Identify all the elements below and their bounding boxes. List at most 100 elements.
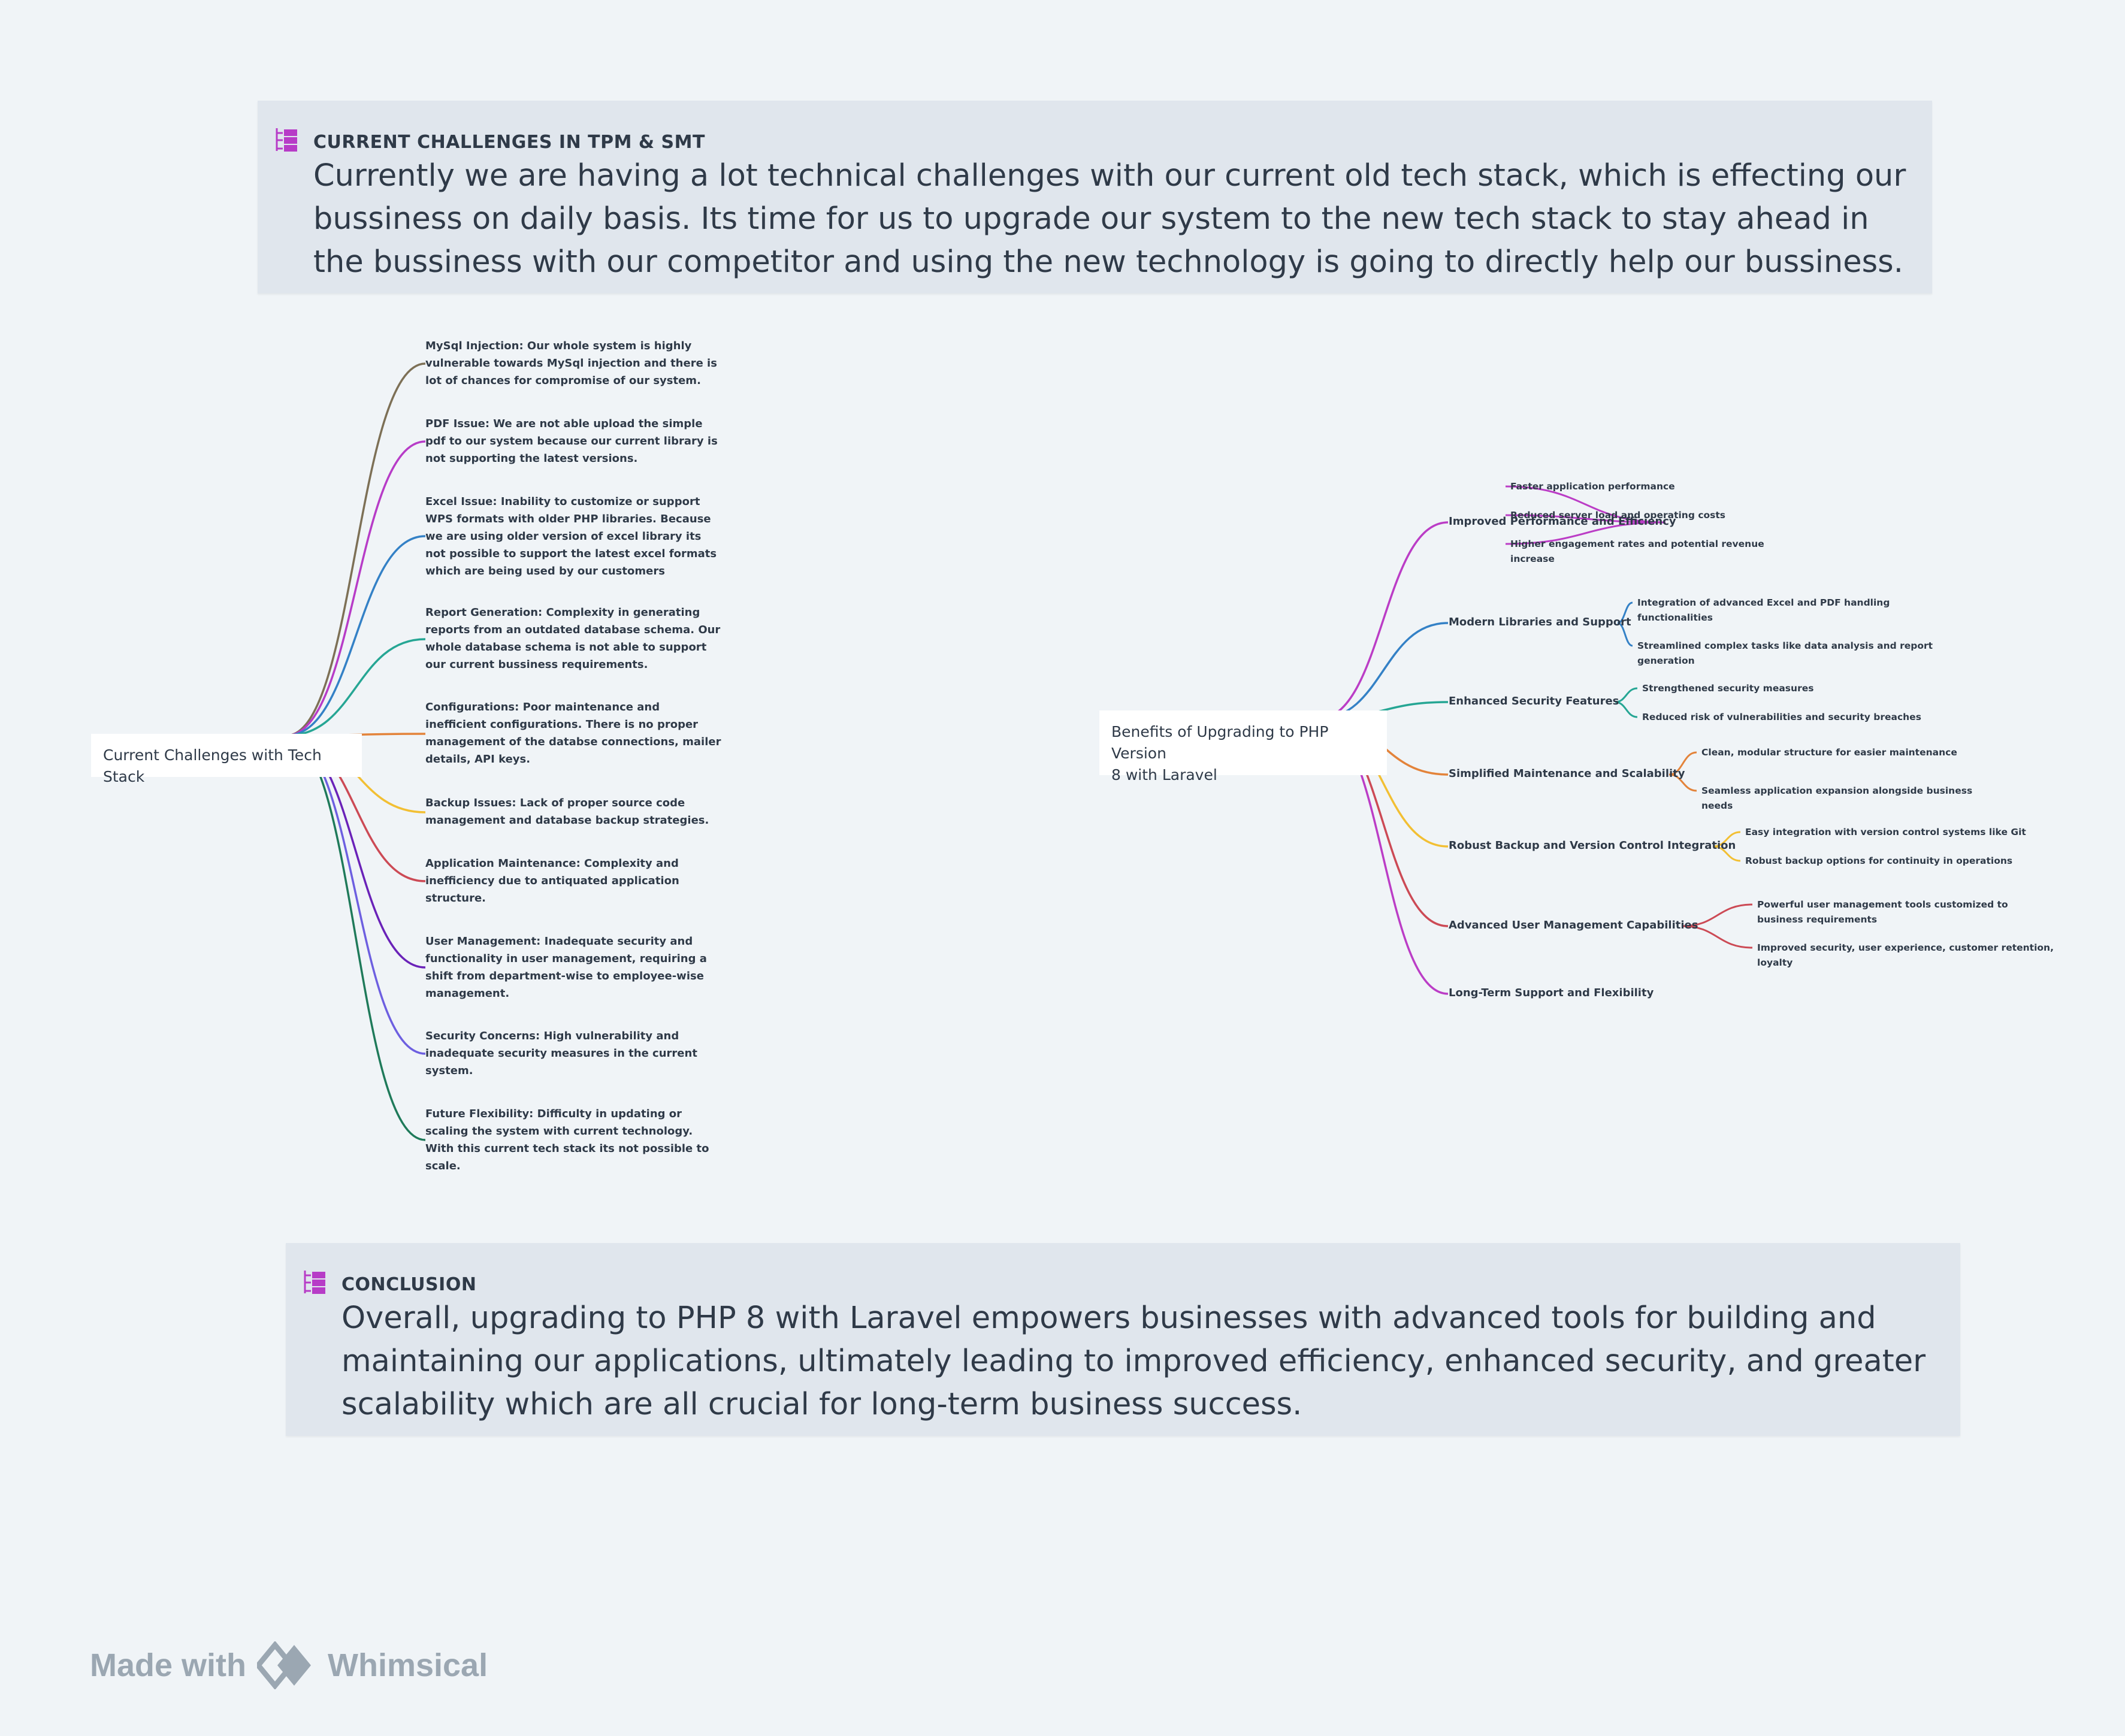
benefit-node[interactable]: Advanced User Management Capabilities bbox=[1449, 919, 1698, 931]
node-line: WPS formats with older PHP libraries. Be… bbox=[425, 513, 711, 525]
mindmap-icon bbox=[304, 1271, 325, 1294]
connector-line bbox=[286, 734, 426, 1055]
whimsical-logo-icon bbox=[257, 1641, 312, 1689]
connector-line bbox=[1505, 485, 1666, 524]
node-line: generation bbox=[1637, 655, 1695, 666]
benefit-detail-node[interactable]: Streamlined complex tasks like data anal… bbox=[1637, 639, 1933, 669]
connector-line bbox=[1317, 521, 1449, 720]
challenge-node[interactable]: PDF Issue: We are not able upload the si… bbox=[425, 415, 718, 467]
challenge-node[interactable]: Security Concerns: High vulnerability an… bbox=[425, 1027, 697, 1079]
node-line: Seamless application expansion alongside… bbox=[1701, 785, 1973, 796]
benefit-detail-node[interactable]: Easy integration with version control sy… bbox=[1745, 825, 2026, 840]
node-line: Powerful user management tools customize… bbox=[1757, 899, 2008, 910]
node-line: Integration of advanced Excel and PDF ha… bbox=[1637, 597, 1890, 608]
node-line: User Management: Inadequate security and bbox=[425, 935, 693, 948]
node-line: increase bbox=[1510, 554, 1555, 564]
benefit-detail-node[interactable]: Seamless application expansion alongside… bbox=[1701, 784, 1972, 813]
benefit-node[interactable]: Enhanced Security Features bbox=[1449, 695, 1619, 707]
node-line: loyalty bbox=[1757, 957, 1793, 968]
connector-line bbox=[1617, 622, 1633, 647]
note-body: Overall, upgrading to PHP 8 with Laravel… bbox=[341, 1297, 1947, 1426]
node-line: we are using older version of excel libr… bbox=[425, 530, 702, 543]
right-root-node[interactable]: Benefits of Upgrading to PHP Version 8 w… bbox=[1099, 710, 1387, 784]
connector-line bbox=[286, 440, 426, 737]
node-line: Excel Issue: Inability to customize or s… bbox=[425, 495, 700, 508]
node-line: our current bussiness requirements. bbox=[425, 658, 648, 671]
benefit-node[interactable]: Simplified Maintenance and Scalability bbox=[1449, 767, 1685, 780]
connector-line bbox=[1615, 701, 1638, 718]
challenge-node[interactable]: Future Flexibility: Difficulty in updati… bbox=[425, 1105, 709, 1175]
benefit-detail-node[interactable]: Reduced server load and operating costs bbox=[1510, 508, 1725, 523]
node-line: whole database schema is not able to sup… bbox=[425, 641, 707, 654]
node-line: Improved security, user experience, cust… bbox=[1757, 942, 2054, 953]
conclusion-note[interactable]: CONCLUSION Overall, upgrading to PHP 8 w… bbox=[286, 1243, 1960, 1436]
node-line: Streamlined complex tasks like data anal… bbox=[1637, 640, 1933, 651]
node-line: scaling the system with current technolo… bbox=[425, 1125, 693, 1138]
node-line: Faster application performance bbox=[1510, 481, 1675, 492]
node-line: Configurations: Poor maintenance and bbox=[425, 701, 660, 713]
node-line: inefficient configurations. There is no … bbox=[425, 718, 699, 731]
made-with-label: Made with bbox=[90, 1647, 247, 1683]
benefit-detail-node[interactable]: Faster application performance bbox=[1510, 479, 1675, 494]
note-line: maintaining our applications, ultimately… bbox=[341, 1344, 1926, 1379]
connector-line bbox=[1505, 514, 1666, 524]
challenge-node[interactable]: User Management: Inadequate security and… bbox=[425, 933, 707, 1002]
node-line: not possible to support the latest excel… bbox=[425, 548, 717, 560]
challenge-node[interactable]: Application Maintenance: Complexity and i… bbox=[425, 855, 679, 907]
benefit-detail-node[interactable]: Strengthened security measures bbox=[1642, 681, 1813, 696]
benefit-detail-node[interactable]: Reduced risk of vulnerabilities and secu… bbox=[1642, 710, 1921, 725]
benefit-node[interactable]: Improved Performance and Efficiency bbox=[1449, 515, 1676, 528]
node-line: Backup Issues: Lack of proper source cod… bbox=[425, 797, 685, 809]
benefit-detail-node[interactable]: Powerful user management tools customize… bbox=[1757, 897, 2008, 927]
mindmap-icon bbox=[276, 128, 297, 152]
node-line: lot of chances for compromise of our sys… bbox=[425, 374, 701, 387]
node-line: pdf to our system because our current li… bbox=[425, 435, 718, 447]
node-line: PDF Issue: We are not able upload the si… bbox=[425, 418, 703, 430]
benefit-detail-node[interactable]: Improved security, user experience, cust… bbox=[1757, 940, 2054, 970]
benefit-node[interactable]: Long-Term Support and Flexibility bbox=[1449, 987, 1654, 999]
node-line: functionality in user management, requir… bbox=[425, 952, 707, 965]
challenge-node[interactable]: MySql Injection: Our whole system is hig… bbox=[425, 337, 717, 389]
note-body: Currently we are having a lot technical … bbox=[313, 155, 1919, 284]
node-line: Security Concerns: High vulnerability an… bbox=[425, 1030, 679, 1042]
benefit-node[interactable]: Robust Backup and Version Control Integr… bbox=[1449, 839, 1736, 852]
note-line: the bussiness with our competitor and us… bbox=[313, 244, 1903, 280]
node-line: structure. bbox=[425, 892, 486, 905]
node-line: Reduced risk of vulnerabilities and secu… bbox=[1642, 712, 1921, 722]
node-line: details, API keys. bbox=[425, 753, 531, 766]
benefit-detail-node[interactable]: Robust backup options for continuity in … bbox=[1745, 854, 2012, 869]
challenge-node[interactable]: Report Generation: Complexity in generat… bbox=[425, 604, 720, 673]
note-line: Currently we are having a lot technical … bbox=[313, 158, 1906, 193]
root-label: Benefits of Upgrading to PHP Version bbox=[1111, 723, 1329, 762]
node-line: inefficiency due to antiquated applicati… bbox=[425, 875, 679, 887]
node-line: system. bbox=[425, 1064, 473, 1077]
node-line: functionalities bbox=[1637, 612, 1713, 623]
note-line: bussiness on daily basis. Its time for u… bbox=[313, 201, 1869, 237]
challenge-node[interactable]: Backup Issues: Lack of proper source cod… bbox=[425, 794, 709, 829]
connector-line bbox=[286, 362, 426, 737]
header-note[interactable]: CURRENT CHALLENGES IN TPM & SMT Currentl… bbox=[258, 101, 1932, 294]
challenge-node[interactable]: Configurations: Poor maintenance and inef… bbox=[425, 698, 721, 768]
benefit-detail-node[interactable]: Higher engagement rates and potential re… bbox=[1510, 537, 1764, 567]
node-line: Higher engagement rates and potential re… bbox=[1510, 539, 1764, 549]
connector-line bbox=[1668, 773, 1697, 792]
note-line: scalability which are all crucial for lo… bbox=[341, 1387, 1302, 1422]
node-line: Strengthened security measures bbox=[1642, 683, 1814, 694]
connector-line bbox=[286, 734, 426, 1141]
root-label: Current Challenges with Tech Stack bbox=[103, 746, 322, 785]
node-line: needs bbox=[1701, 800, 1733, 811]
node-line: Future Flexibility: Difficulty in updati… bbox=[425, 1108, 682, 1120]
root-label: 8 with Laravel bbox=[1111, 766, 1217, 784]
node-line: Application Maintenance: Complexity and bbox=[425, 857, 679, 870]
challenge-node[interactable]: Excel Issue: Inability to customize or s… bbox=[425, 493, 717, 580]
left-root-node[interactable]: Current Challenges with Tech Stack bbox=[91, 734, 362, 785]
connector-line bbox=[1682, 925, 1753, 949]
benefit-detail-node[interactable]: Clean, modular structure for easier main… bbox=[1701, 745, 1957, 760]
connector-line bbox=[286, 638, 426, 737]
benefit-detail-node[interactable]: Integration of advanced Excel and PDF ha… bbox=[1637, 595, 1890, 625]
made-with-whimsical[interactable]: Made with Whimsical bbox=[90, 1641, 488, 1689]
note-title: CURRENT CHALLENGES IN TPM & SMT bbox=[313, 132, 705, 153]
benefit-node[interactable]: Modern Libraries and Support bbox=[1449, 616, 1631, 628]
node-line: shift from department-wise to employee-w… bbox=[425, 970, 704, 982]
node-line: Report Generation: Complexity in generat… bbox=[425, 606, 700, 619]
